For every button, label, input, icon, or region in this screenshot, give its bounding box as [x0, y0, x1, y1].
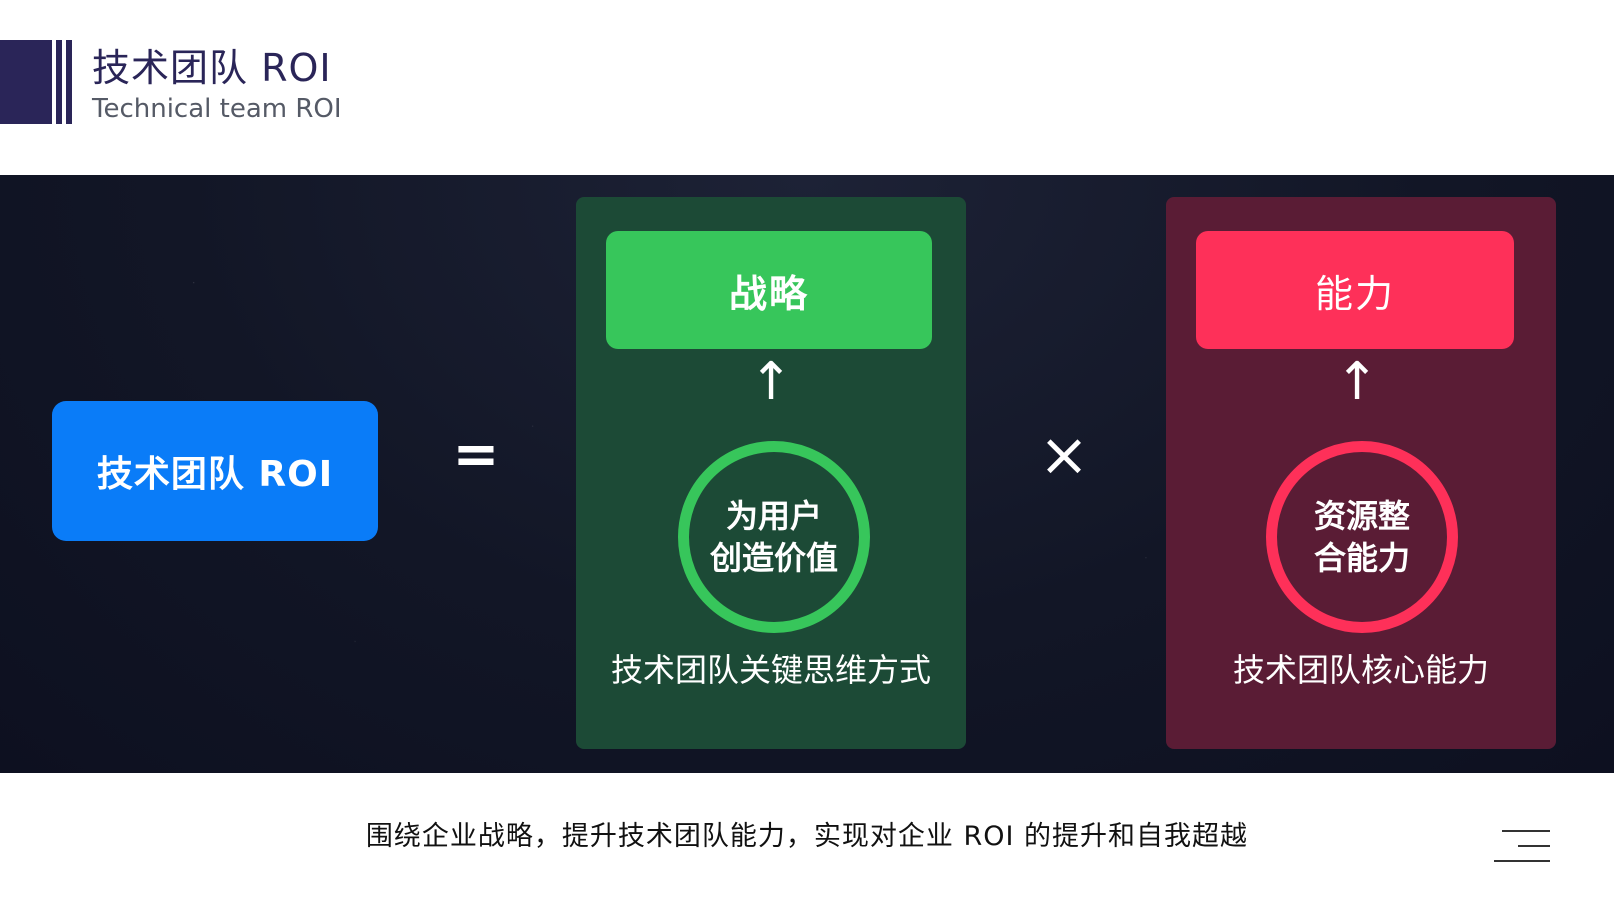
header-accent-line [56, 40, 62, 124]
circle-text-line: 资源整 [1313, 497, 1410, 535]
header-accent-block [0, 40, 52, 124]
resource-circle: 资源整 合能力 [1266, 441, 1458, 633]
strategy-footer: 技术团队关键思维方式 [610, 651, 931, 689]
times-sign: × [1038, 420, 1090, 490]
header-accent-line [66, 40, 72, 124]
arrow-up-icon: ↑ [749, 352, 793, 412]
strategy-heading: 战略 [606, 231, 932, 349]
roi-label: 技术团队 ROI [96, 454, 334, 495]
circle-text-line: 创造价值 [709, 539, 838, 577]
equals-sign: = [452, 422, 500, 487]
ability-footer: 技术团队核心能力 [1232, 651, 1489, 689]
page-subtitle: Technical team ROI [92, 94, 342, 124]
arrow-up-icon: ↑ [1335, 352, 1379, 412]
value-circle: 为用户 创造价值 [678, 441, 870, 633]
strategy-panel: 战略 ↑ 为用户 创造价值 技术团队关键思维方式 [576, 197, 966, 749]
ability-heading: 能力 [1196, 231, 1514, 349]
page-title: 技术团队 ROI [92, 46, 332, 90]
roi-box: 技术团队 ROI [52, 401, 378, 541]
circle-text-line: 合能力 [1313, 539, 1410, 577]
menu-lines-icon[interactable] [1494, 828, 1550, 864]
ability-panel: 能力 ↑ 资源整 合能力 技术团队核心能力 [1166, 197, 1556, 749]
equation-banner: 技术团队 ROI = 战略 ↑ 为用户 创造价值 技术团队关键思维方式 × 能力… [0, 175, 1614, 773]
slide-caption: 围绕企业战略，提升技术团队能力，实现对企业 ROI 的提升和自我超越 [365, 821, 1249, 852]
circle-text-line: 为用户 [725, 497, 822, 535]
